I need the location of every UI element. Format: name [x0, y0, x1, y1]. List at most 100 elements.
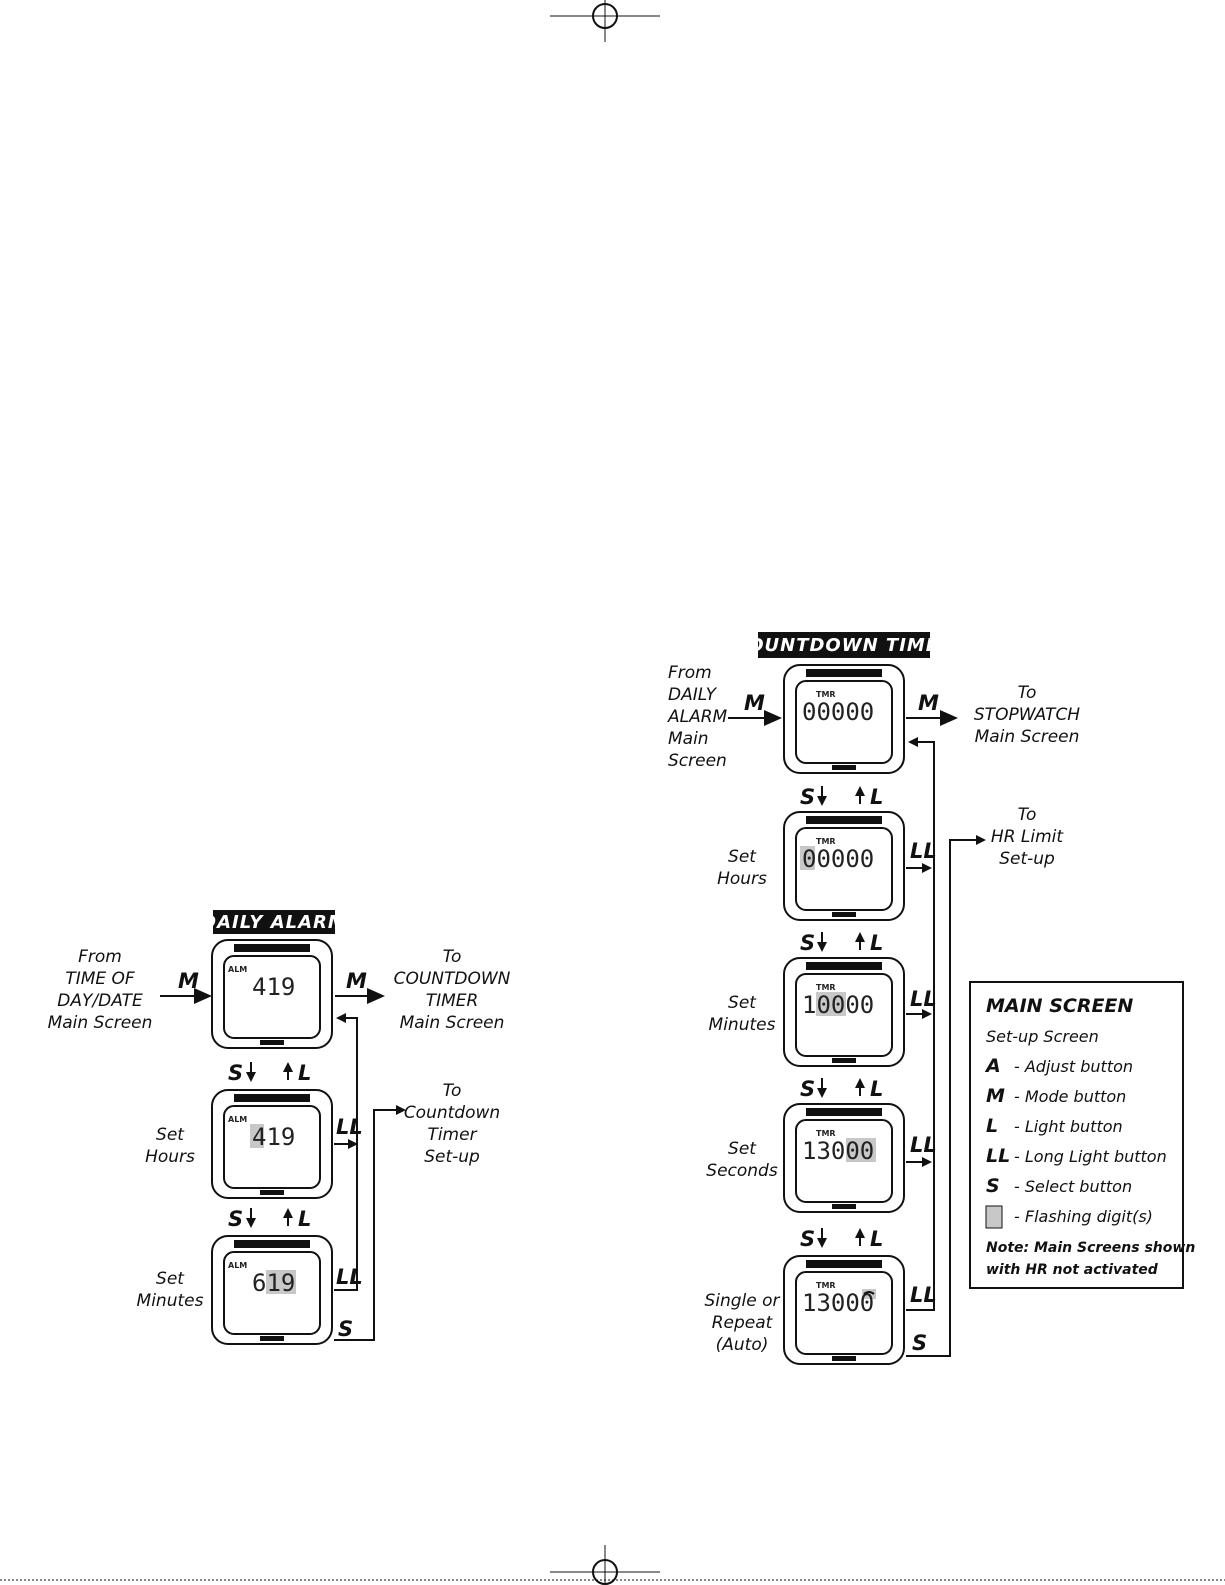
- flashing-digit-highlight: [800, 846, 815, 870]
- daily-alarm-watch-set-hours: ALM 419: [211, 1089, 333, 1199]
- svg-text:L: L: [870, 785, 883, 809]
- repeat-icon: [863, 1291, 875, 1295]
- flashing-digit-highlight: [862, 1289, 876, 1299]
- svg-text:LL: LL: [910, 1133, 937, 1157]
- svg-text:LL: LL: [986, 1145, 1010, 1167]
- svg-text:Set: Set: [156, 1269, 185, 1289]
- svg-text:LL: LL: [336, 1265, 363, 1289]
- svg-text:LL: LL: [910, 987, 937, 1011]
- svg-text:Set-up: Set-up: [424, 1147, 480, 1167]
- svg-text:L: L: [870, 931, 883, 955]
- daily-alarm-to-setup-text: To Countdown Timer Set-up: [404, 1081, 500, 1167]
- svg-text:S: S: [986, 1175, 1000, 1197]
- svg-text:LL: LL: [910, 839, 937, 863]
- countdown-ll-return-line: [906, 737, 935, 1311]
- svg-text:Set: Set: [728, 993, 757, 1013]
- svg-text:M: M: [986, 1085, 1005, 1107]
- svg-text:Main Screen: Main Screen: [400, 1013, 505, 1033]
- svg-text:S: S: [338, 1317, 353, 1341]
- countdown-label-single-repeat: Single or Repeat (Auto): [704, 1291, 780, 1355]
- countdown-ll-arrows: LL LL LL LL: [906, 839, 937, 1307]
- svg-text:- Flashing digit(s): - Flashing digit(s): [1014, 1207, 1153, 1226]
- flashing-digit-highlight: [816, 992, 846, 1016]
- svg-text:TMR: TMR: [816, 690, 836, 699]
- registration-mark-bottom: [0, 1545, 1225, 1585]
- svg-text:L: L: [870, 1077, 883, 1101]
- svg-text:LL: LL: [910, 1283, 937, 1307]
- svg-text:L: L: [298, 1061, 311, 1085]
- flashing-digit-highlight: [846, 1138, 876, 1162]
- svg-text:Main Screen: Main Screen: [48, 1013, 153, 1033]
- svg-text:- Adjust button: - Adjust button: [1014, 1057, 1133, 1076]
- flashing-digit-highlight: [250, 1124, 264, 1148]
- countdown-from-text: From DAILY ALARM Main Screen: [667, 663, 728, 771]
- svg-text:(Auto): (Auto): [716, 1335, 769, 1355]
- registration-mark-top: [550, 0, 660, 42]
- svg-text:HR Limit: HR Limit: [991, 827, 1064, 847]
- svg-text:ALM: ALM: [228, 965, 247, 974]
- svg-text:Set: Set: [156, 1125, 185, 1145]
- svg-text:Minutes: Minutes: [137, 1291, 204, 1311]
- countdown-label-set-hours: Set Hours: [717, 847, 767, 889]
- svg-text:DAY/DATE: DAY/DATE: [57, 991, 143, 1011]
- svg-text:To: To: [1018, 683, 1037, 703]
- countdown-watch-set-hours: TMR 00000: [783, 811, 905, 921]
- svg-text:Screen: Screen: [668, 751, 727, 771]
- svg-text:TMR: TMR: [816, 1281, 836, 1290]
- flashing-digit-highlight: [266, 1270, 296, 1294]
- svg-text:Set: Set: [728, 1139, 757, 1159]
- svg-text:STOPWATCH: STOPWATCH: [974, 705, 1080, 725]
- lcd-display: 13000: [802, 1137, 874, 1165]
- countdown-watch-set-seconds: TMR 13000: [783, 1103, 905, 1213]
- svg-text:Set: Set: [728, 847, 757, 867]
- svg-text:S: S: [228, 1061, 243, 1085]
- countdown-watch-set-minutes: TMR 10000: [783, 957, 905, 1067]
- svg-text:ALM: ALM: [228, 1261, 247, 1270]
- daily-alarm-section: DAILY ALARM From TIME OF DAY/DATE Main S…: [48, 910, 511, 1345]
- lcd-display: 419: [252, 973, 295, 1001]
- svg-text:COUNTDOWN: COUNTDOWN: [394, 969, 511, 989]
- daily-alarm-label-set-hours: Set Hours: [145, 1125, 195, 1167]
- s-to-countdown-setup-line: [334, 1105, 406, 1341]
- svg-text:- Select button: - Select button: [1014, 1177, 1132, 1196]
- svg-text:Seconds: Seconds: [706, 1161, 778, 1181]
- svg-text:S: S: [912, 1331, 927, 1355]
- svg-text:- Mode button: - Mode button: [1014, 1087, 1126, 1106]
- svg-text:S: S: [800, 1227, 815, 1251]
- svg-text:M: M: [178, 969, 199, 993]
- svg-text:- Light button: - Light button: [1014, 1117, 1123, 1136]
- svg-text:Minutes: Minutes: [709, 1015, 776, 1035]
- ll-return-line: [334, 1013, 358, 1291]
- svg-text:Hours: Hours: [145, 1147, 195, 1167]
- svg-text:A: A: [984, 1055, 1001, 1077]
- daily-alarm-watch-main: ALM 419: [211, 939, 333, 1049]
- daily-alarm-banner: [213, 910, 335, 934]
- countdown-to-main-text: To STOPWATCH Main Screen: [974, 683, 1080, 747]
- countdown-nav-1: S L: [800, 785, 883, 809]
- countdown-label-set-minutes: Set Minutes: [709, 993, 776, 1035]
- svg-text:S: S: [800, 785, 815, 809]
- svg-text:S: S: [228, 1207, 243, 1231]
- daily-alarm-title: DAILY ALARM: [201, 912, 347, 933]
- svg-text:with HR not activated: with HR not activated: [986, 1262, 1159, 1278]
- s-to-hr-limit-line: [906, 835, 986, 1357]
- svg-text:ALM: ALM: [228, 1115, 247, 1124]
- svg-text:To: To: [443, 947, 462, 967]
- svg-text:S: S: [800, 931, 815, 955]
- lcd-display: 00000: [802, 698, 874, 726]
- daily-alarm-watch-set-minutes: ALM 619: [211, 1235, 333, 1345]
- svg-text:To: To: [1018, 805, 1037, 825]
- svg-text:M: M: [918, 691, 939, 715]
- svg-text:Note: Main Screens shown: Note: Main Screens shown: [986, 1240, 1195, 1256]
- svg-text:Main Screen: Main Screen: [975, 727, 1080, 747]
- svg-text:Set-up: Set-up: [999, 849, 1055, 869]
- countdown-timer-section: COUNTDOWN TIMER From DAILY ALARM Main Sc…: [667, 632, 1080, 1365]
- svg-text:L: L: [870, 1227, 883, 1251]
- svg-text:ALARM: ALARM: [667, 707, 728, 727]
- svg-text:TIME OF: TIME OF: [65, 969, 135, 989]
- lcd-display: 13000: [802, 1289, 874, 1317]
- lcd-display: 419: [252, 1123, 295, 1151]
- lcd-display: 619: [252, 1269, 295, 1297]
- daily-alarm-from-text: From TIME OF DAY/DATE Main Screen: [48, 947, 153, 1033]
